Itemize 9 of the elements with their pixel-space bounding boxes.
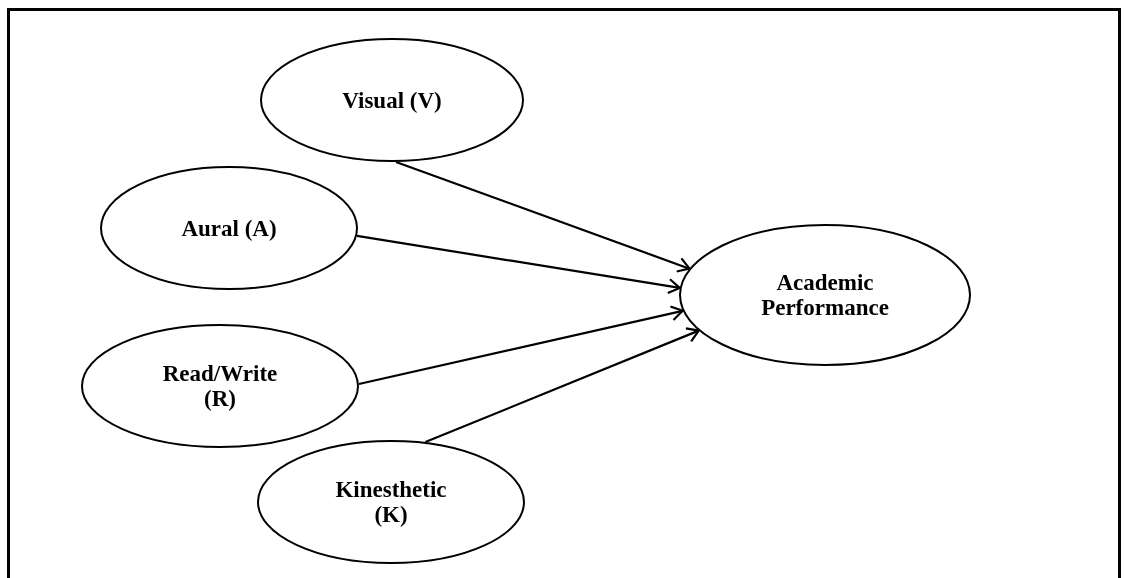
arrow: [356, 234, 681, 295]
arrow: [395, 160, 691, 273]
arrow: [358, 305, 684, 386]
node-label: Kinesthetic (K): [334, 477, 448, 527]
node-label: Visual (V): [341, 87, 443, 113]
node-label: Read/Write (R): [161, 361, 279, 411]
node-label: Aural (A): [180, 215, 278, 241]
arrow: [424, 327, 700, 444]
node-label: Academic Performance: [760, 270, 890, 320]
